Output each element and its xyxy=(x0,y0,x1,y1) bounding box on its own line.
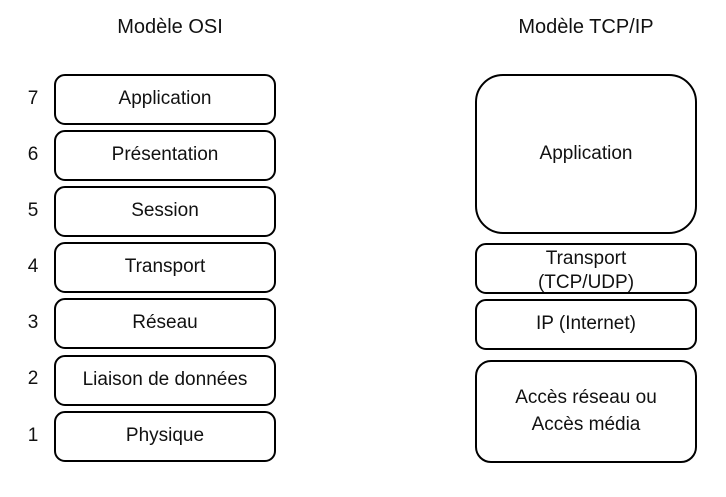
osi-layer-number-1: 1 xyxy=(27,425,39,446)
tcpip-model-title: Modèle TCP/IP xyxy=(518,16,654,38)
osi-layer-network: Réseau xyxy=(54,298,276,349)
osi-model-title: Modèle OSI xyxy=(117,16,223,38)
osi-layer-label: Liaison de données xyxy=(82,369,248,391)
tcpip-layer-label: Application xyxy=(539,142,633,164)
osi-layer-label: Présentation xyxy=(111,144,219,166)
tcpip-layer-application: Application xyxy=(475,74,697,234)
osi-layer-label: Réseau xyxy=(132,312,198,334)
osi-layer-label: Application xyxy=(118,88,212,110)
osi-layer-session: Session xyxy=(54,186,276,237)
tcpip-layer-internet: IP (Internet) xyxy=(475,299,697,350)
osi-layer-number-3: 3 xyxy=(27,312,39,333)
osi-layer-number-5: 5 xyxy=(27,200,39,221)
osi-layer-number-2: 2 xyxy=(27,368,39,389)
tcpip-layer-label-line2: Accès média xyxy=(531,413,641,435)
osi-layer-transport: Transport xyxy=(54,242,276,293)
osi-layer-label: Session xyxy=(131,200,199,222)
tcpip-layer-network-access: Accès réseau ou Accès média xyxy=(475,360,697,463)
osi-layer-label: Transport xyxy=(124,256,206,278)
osi-layer-data-link: Liaison de données xyxy=(54,355,276,406)
tcpip-layer-transport: Transport (TCP/UDP) xyxy=(475,243,697,294)
osi-layer-label: Physique xyxy=(125,425,205,447)
tcpip-layer-label: IP (Internet) xyxy=(536,313,636,335)
osi-layer-number-4: 4 xyxy=(27,256,39,277)
tcpip-layer-label-line1: Accès réseau ou xyxy=(515,386,657,408)
osi-layer-number-6: 6 xyxy=(27,144,39,165)
tcpip-layer-label-line1: Transport xyxy=(545,247,627,269)
osi-layer-presentation: Présentation xyxy=(54,130,276,181)
osi-layer-application: Application xyxy=(54,74,276,125)
osi-layer-number-7: 7 xyxy=(27,88,39,109)
osi-layer-physical: Physique xyxy=(54,411,276,462)
tcpip-layer-label-line2: (TCP/UDP) xyxy=(537,271,635,293)
